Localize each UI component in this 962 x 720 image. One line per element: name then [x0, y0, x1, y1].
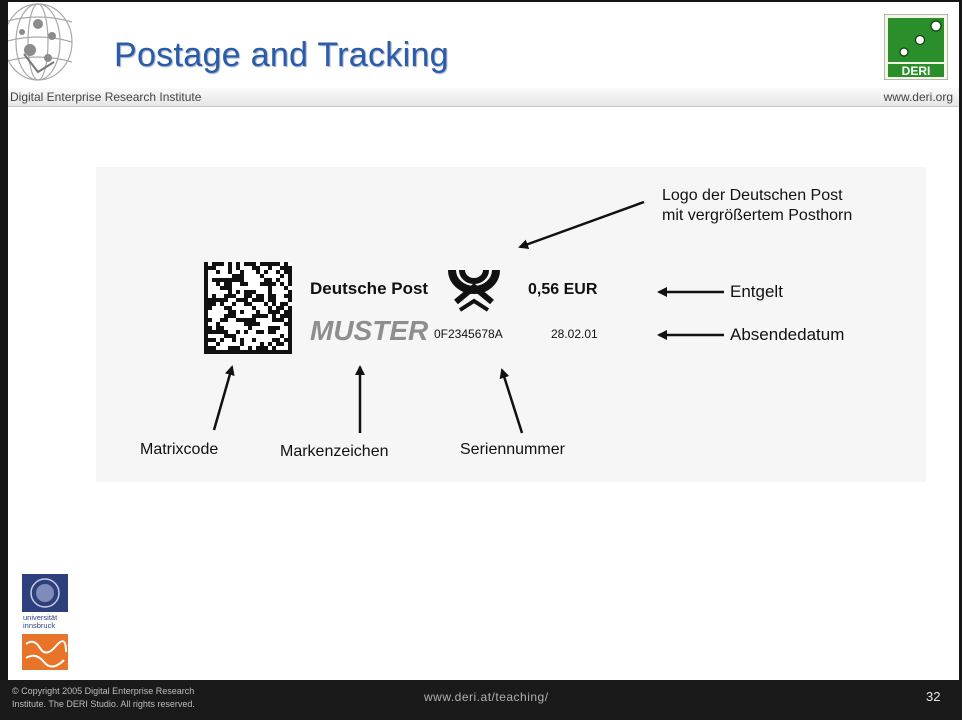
stamp-word: MUSTER — [310, 315, 429, 346]
serial-label: Seriennummer — [460, 441, 565, 458]
arrow-to-serial — [499, 368, 524, 434]
frame-top — [0, 0, 962, 2]
franking-figure: Logo der Deutschen Post mit vergrößertem… — [96, 167, 926, 482]
arrow-to-logo — [518, 200, 645, 249]
frame-right — [959, 0, 962, 680]
slide-footer: © Copyright 2005 Digital Enterprise Rese… — [0, 680, 962, 720]
postage-price: 0,56 EUR — [528, 281, 598, 298]
slide-header: Postage and Tracking DERI — [8, 2, 959, 88]
date-callout: Absendedatum — [730, 325, 845, 344]
serial-number: 0F2345678A — [434, 327, 503, 341]
fee-callout: Entgelt — [730, 282, 783, 301]
frame-left — [0, 0, 8, 680]
figure-graphics — [204, 200, 724, 434]
university-logo: universität innsbruck — [22, 574, 68, 670]
page-number: 32 — [926, 689, 941, 704]
slide-title: Postage and Tracking — [114, 36, 449, 74]
copyright-line1: © Copyright 2005 Digital Enterprise Rese… — [12, 686, 195, 696]
matrix-code-icon — [204, 262, 292, 354]
footer-url: www.deri.at/teaching/ — [424, 690, 549, 704]
copyright-line2: Institute. The DERI Studio. All rights r… — [12, 699, 195, 709]
institute-site: www.deri.org — [883, 90, 953, 104]
logo-callout-line2: mit vergrößertem Posthorn — [662, 207, 853, 224]
send-date: 28.02.01 — [551, 327, 598, 341]
brand-name: Deutsche Post — [310, 279, 429, 298]
mark-label: Markenzeichen — [280, 443, 389, 460]
deri-logo: DERI — [884, 14, 948, 80]
logo-callout-line1: Logo der Deutschen Post — [662, 187, 843, 204]
globe-decoration-icon — [8, 3, 73, 81]
university-line2: innsbruck — [23, 621, 55, 630]
university-line1: universität — [23, 613, 58, 622]
posthorn-logo-icon — [448, 269, 500, 312]
institute-name: Digital Enterprise Research Institute — [10, 90, 202, 104]
institute-strip: Digital Enterprise Research Institute ww… — [8, 88, 959, 107]
slide-content: Logo der Deutschen Post mit vergrößertem… — [8, 107, 959, 680]
matrix-code-label: Matrixcode — [140, 441, 219, 458]
arrow-to-matrix — [212, 365, 235, 431]
deri-logo-text: DERI — [902, 64, 931, 78]
copyright-text: © Copyright 2005 Digital Enterprise Rese… — [12, 685, 292, 711]
